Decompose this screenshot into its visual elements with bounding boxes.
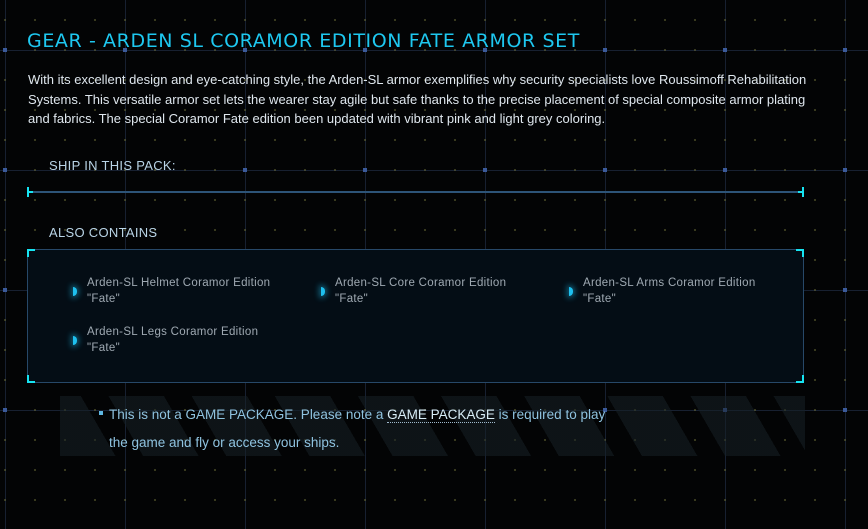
product-description: With its excellent design and eye-catchi… [28,72,807,126]
item-name: Arden-SL Helmet Coramor Edition [87,277,271,289]
list-item: Arden-SL Legs Coramor Edition "Fate" [73,324,258,356]
item-variant: "Fate" [87,342,120,354]
page-title: GEAR - ARDEN SL CORAMOR EDITION FATE ARM… [27,30,580,52]
ships-divider [27,187,804,197]
item-name: Arden-SL Legs Coramor Edition [87,326,259,338]
game-package-link[interactable]: GAME PACKAGE [387,407,495,423]
game-package-notice: This is not a GAME PACKAGE. Please note … [99,401,619,457]
item-name: Arden-SL Core Coramor Edition [335,277,507,289]
corner-accent [27,249,35,257]
notice-text-suffix: is required to play [494,407,606,422]
bullet-icon [73,335,77,345]
corner-accent [796,249,804,257]
item-variant: "Fate" [335,293,368,305]
list-item: Arden-SL Core Coramor Edition "Fate" [321,275,506,307]
bullet-icon [321,286,325,296]
square-bullet-icon [99,411,103,416]
corner-accent [796,375,804,383]
list-item: Arden-SL Helmet Coramor Edition "Fate" [73,275,270,307]
item-name: Arden-SL Arms Coramor Edition [583,277,756,289]
item-variant: "Fate" [87,293,120,305]
notice-text-prefix: This is not a GAME PACKAGE. Please note … [109,407,388,422]
ships-section-label: SHIP IN THIS PACK: [49,158,176,173]
bullet-icon [73,286,77,296]
bullet-icon [569,286,573,296]
notice-text-line2: the game and fly or access your ships. [109,435,340,450]
also-contains-box: Arden-SL Helmet Coramor Edition "Fate" A… [27,249,804,383]
also-contains-label: ALSO CONTAINS [49,225,158,240]
corner-accent [27,375,35,383]
item-variant: "Fate" [583,293,616,305]
list-item: Arden-SL Arms Coramor Edition "Fate" [569,275,756,307]
